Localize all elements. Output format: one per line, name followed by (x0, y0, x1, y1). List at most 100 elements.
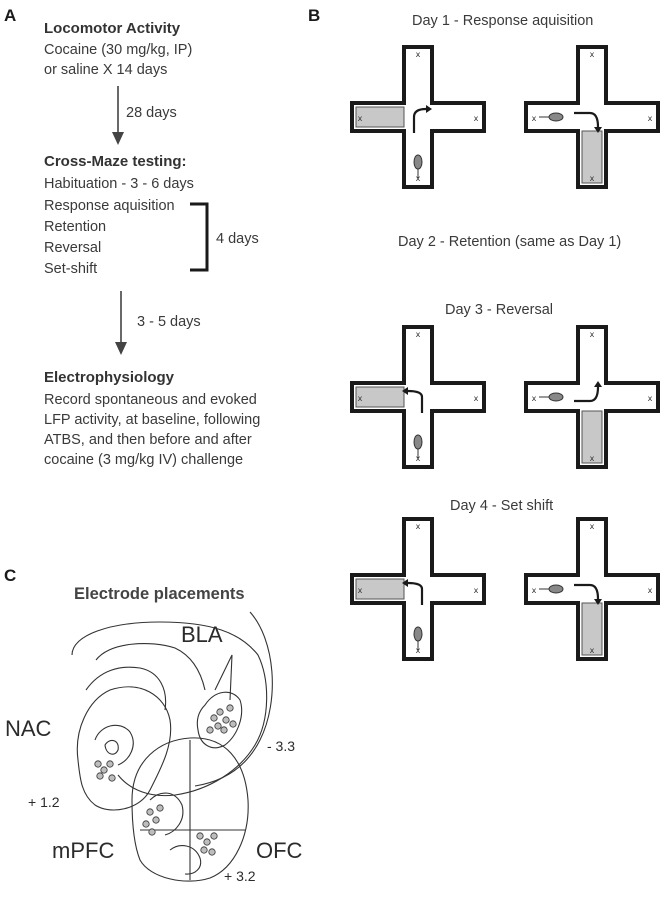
nac-electrode-dot (108, 774, 116, 782)
ephys-line-2: LFP activity, at baseline, following (44, 412, 261, 428)
arm-end-mark: x (416, 50, 421, 59)
rat-icon (539, 584, 564, 594)
nac-electrode-dot (106, 760, 114, 768)
ofc-electrode-dot (208, 848, 216, 856)
region-ofc-label: OFC (256, 838, 303, 863)
day-1-title: Day 1 - Response aquisition (412, 13, 594, 29)
ofc-electrode-dot (203, 838, 211, 846)
nac-electrode-dot (94, 760, 102, 768)
arm-end-mark: x (648, 586, 653, 595)
electrode-dots (94, 704, 237, 856)
coord-pfc: + 3.2 (224, 868, 256, 884)
arm-end-mark: x (474, 586, 479, 595)
nac-ventricle (104, 739, 119, 755)
maze-walls (350, 45, 486, 189)
arm-end-mark: x (532, 394, 537, 403)
arm-end-mark: x (532, 114, 537, 123)
bla-electrode-dot (222, 716, 230, 724)
arm-end-mark: x (532, 586, 537, 595)
goal-arm-shading (355, 578, 405, 600)
rat-icon (413, 154, 423, 179)
goal-arm-shading (581, 410, 603, 464)
arm-end-mark: x (358, 114, 363, 123)
bla-electrode-dot (220, 726, 228, 734)
bla-section-inner-1 (95, 643, 206, 691)
choice-arrow-head (402, 579, 408, 587)
arm-end-mark: x (590, 330, 595, 339)
maze-walls (350, 517, 486, 661)
cross-maze: x x x x (524, 325, 660, 469)
maze-walls (524, 517, 660, 661)
ofc-electrode-dot (210, 832, 218, 840)
habituation-text: Habituation - 3 - 6 days (44, 176, 194, 192)
phase-span-4-days: 4 days (216, 231, 259, 247)
pfc-electrode-dot (142, 820, 150, 828)
region-bla-label: BLA (181, 622, 223, 647)
choice-arrow (574, 386, 600, 403)
panel-b-label: B (308, 6, 321, 25)
locomotor-line-1: Cocaine (30 mg/kg, IP) (44, 42, 193, 58)
ofc-electrode-dot (200, 846, 208, 854)
arm-end-mark: x (648, 394, 653, 403)
bla-cortex-arc (194, 611, 273, 787)
region-nac-label: NAC (5, 716, 52, 741)
phase-set-shift: Set-shift (44, 261, 98, 277)
ephys-line-1: Record spontaneous and evoked (44, 392, 257, 408)
choice-arrow-head (594, 127, 602, 133)
goal-arm-shading (355, 386, 405, 408)
locomotor-line-2: or saline X 14 days (44, 62, 168, 78)
bla-section-outline (71, 621, 268, 797)
electrode-placements-title: Electrode placements (74, 585, 245, 603)
coord-bla: - 3.3 (267, 738, 296, 754)
locomotor-title: Locomotor Activity (44, 20, 181, 37)
cross-maze-title: Cross-Maze testing: (44, 153, 187, 170)
arm-end-mark: x (648, 114, 653, 123)
day-2-title: Day 2 - Retention (same as Day 1) (398, 234, 622, 250)
day-4-title: Day 4 - Set shift (450, 498, 554, 514)
pfc-electrode-dot (152, 816, 160, 824)
maze-walls (524, 325, 660, 469)
arm-end-mark: x (590, 50, 595, 59)
electrophysiology-title: Electrophysiology (44, 369, 175, 386)
arm-end-mark: x (590, 646, 595, 655)
arm-end-mark: x (416, 522, 421, 531)
maze-walls (350, 325, 486, 469)
choice-arrow-head (594, 381, 602, 387)
choice-arrow (574, 111, 600, 128)
rat-icon (539, 112, 564, 122)
cross-maze: x x x x (524, 517, 660, 661)
ephys-line-3: ATBS, and then before and after (44, 432, 252, 448)
bla-spike (214, 654, 233, 701)
interval-28-days: 28 days (126, 105, 177, 121)
pfc-electrode-dot (148, 828, 156, 836)
nac-electrode-dot (100, 766, 108, 774)
phase-bracket (190, 202, 209, 272)
phase-response-acquisition: Response aquisition (44, 198, 175, 214)
choice-arrow (407, 581, 424, 605)
choice-arrow-head (594, 599, 602, 605)
region-mpfc-label: mPFC (52, 838, 115, 863)
nac-section-outline (76, 686, 172, 811)
pfc-section-outline (131, 737, 249, 882)
ofc-electrode-dot (196, 832, 204, 840)
arm-end-mark: x (590, 522, 595, 531)
bla-electrode-dot (214, 722, 222, 730)
bla-electrode-dot (206, 726, 214, 734)
flow-arrow-1-head (112, 132, 124, 145)
arm-end-mark: x (590, 454, 595, 463)
panel-c-label: C (4, 566, 17, 585)
rat-icon (413, 626, 423, 651)
rat-icon (539, 392, 564, 402)
bla-electrode-dot (216, 708, 224, 716)
nac-electrode-dot (96, 772, 104, 780)
choice-arrow (412, 107, 427, 133)
arm-end-mark: x (474, 394, 479, 403)
choice-arrow (574, 583, 600, 600)
arm-end-mark: x (416, 330, 421, 339)
pfc-electrode-dot (146, 808, 154, 816)
